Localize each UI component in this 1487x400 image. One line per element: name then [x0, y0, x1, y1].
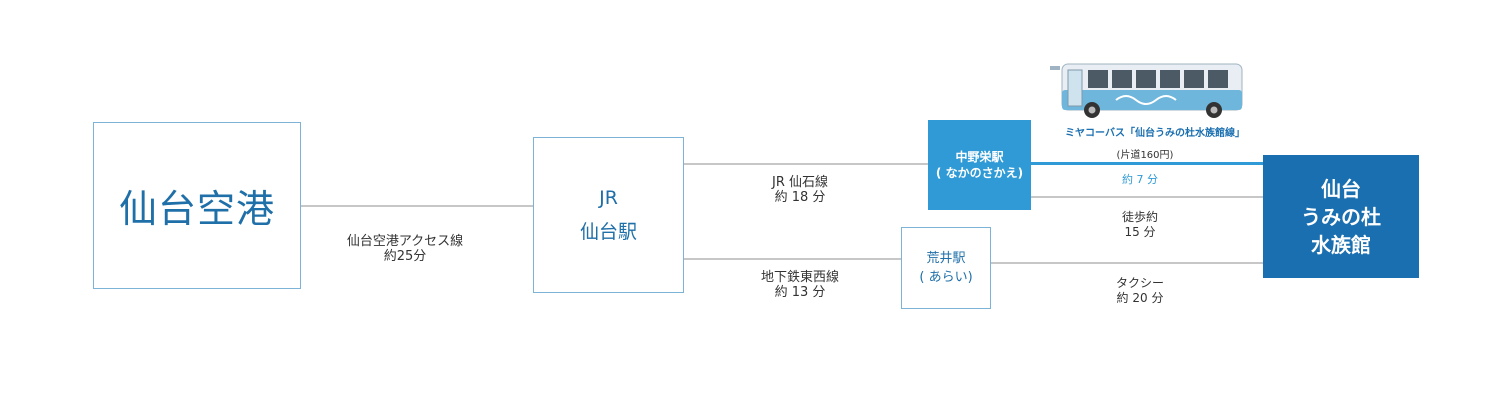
access-line-name: 仙台空港アクセス線 — [346, 234, 464, 249]
nakano-label-line1: 中野栄駅 — [955, 150, 1004, 164]
taxi-name: タクシー — [1115, 276, 1164, 290]
senseki-line-name: JR 仙石線 — [772, 175, 828, 190]
bus-icon — [1050, 63, 1243, 118]
sendai-label-line2: 仙台駅 — [579, 221, 637, 243]
node-umino-mori-aquarium: 仙台 うみの杜 水族館 — [1263, 155, 1419, 278]
line-nakano-aquarium-bus — [1031, 162, 1263, 165]
bus-route-name: ミヤコーバス「仙台うみの杜水族館線」 — [1065, 128, 1245, 139]
node-jr-sendai-station: JR 仙台駅 — [533, 137, 684, 293]
route-label-senseki-line: JR 仙石線 約 18 分 — [735, 175, 865, 205]
route-label-access-line: 仙台空港アクセス線 約25分 — [330, 234, 480, 264]
taxi-time: 約 20 分 — [1116, 291, 1164, 305]
senseki-line-time: 約 18 分 — [774, 190, 826, 205]
route-label-walk: 徒歩約 15 分 — [1100, 210, 1180, 240]
arai-label-line2: ( あらい) — [919, 270, 973, 285]
bus-fare: (片道160円) — [1116, 150, 1174, 161]
route-label-subway-line: 地下鉄東西線 約 13 分 — [735, 270, 865, 300]
arai-label-line1: 荒井駅 — [926, 251, 966, 266]
sendai-label-line1: JR — [599, 187, 618, 209]
line-airport-sendai — [301, 205, 533, 207]
aquarium-label-line2: うみの杜 — [1301, 204, 1381, 229]
line-nakano-aquarium-walk — [1031, 196, 1263, 198]
route-label-taxi: タクシー 約 20 分 — [1100, 276, 1180, 306]
walk-time: 15 分 — [1124, 225, 1156, 239]
aquarium-label-line3: 水族館 — [1311, 232, 1371, 257]
walk-name: 徒歩約 — [1121, 210, 1158, 224]
aquarium-label-line1: 仙台 — [1321, 176, 1361, 201]
line-arai-aquarium-taxi — [991, 262, 1263, 264]
node-arai-station: 荒井駅 ( あらい) — [901, 227, 991, 309]
subway-line-time: 約 13 分 — [774, 285, 826, 300]
bus-time: 約 7 分 — [1122, 173, 1158, 186]
node-nakanosakae-station: 中野栄駅 ( なかのさかえ) — [928, 120, 1031, 210]
line-sendai-arai — [684, 258, 901, 260]
nakano-label-line2: ( なかのさかえ) — [935, 166, 1024, 180]
airport-label: 仙台空港 — [118, 187, 275, 231]
line-sendai-nakano — [684, 163, 928, 165]
subway-line-name: 地下鉄東西線 — [760, 270, 839, 285]
access-line-time: 約25分 — [383, 249, 427, 264]
node-sendai-airport: 仙台空港 — [93, 122, 301, 289]
